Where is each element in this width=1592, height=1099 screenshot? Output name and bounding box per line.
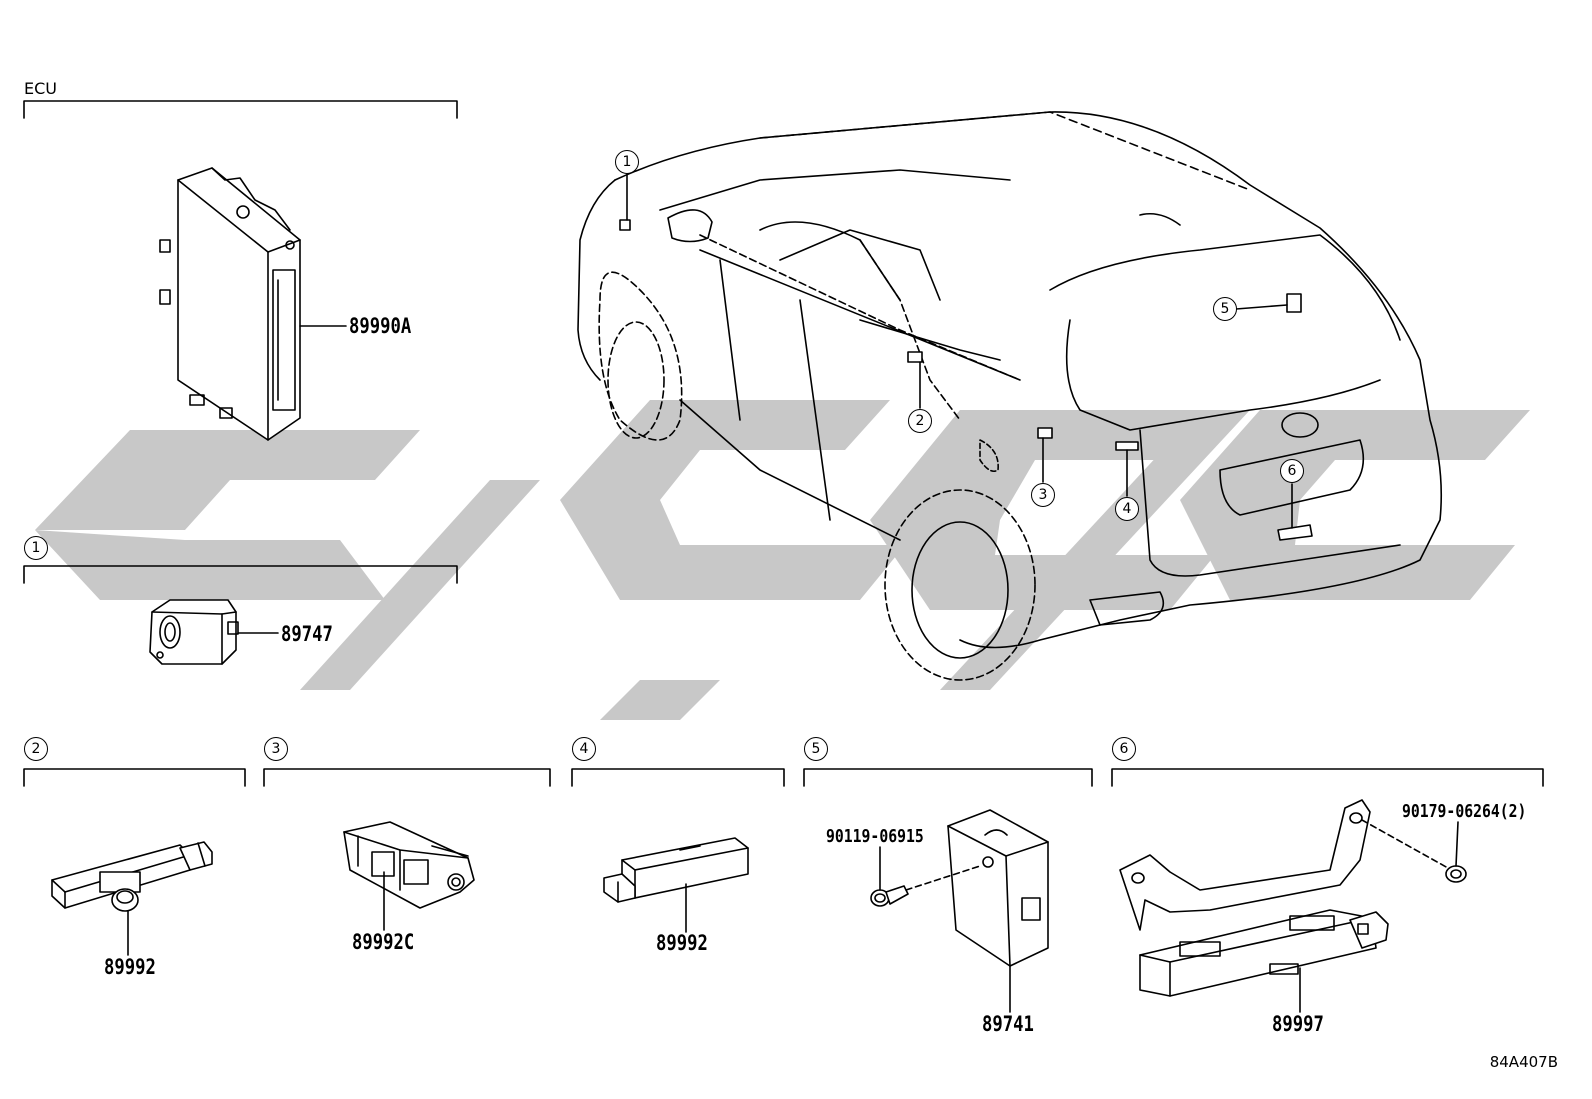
watermark-logo [35,400,1530,720]
part-number-89741[interactable]: 89741 [982,1012,1034,1036]
ecu-group-bracket [23,100,458,119]
vehicle-callout-3[interactable]: 3 [1031,483,1055,507]
group-callout-3: 3 [264,737,288,761]
part-number-89992-g4[interactable]: 89992 [656,931,708,955]
part-number-89997[interactable]: 89997 [1272,1012,1324,1036]
vehicle-callout-1[interactable]: 1 [615,150,639,174]
part-89997-drawing [1119,799,1389,997]
part-89747-drawing [149,599,239,665]
part-89992C-drawing [343,821,475,909]
ecu-group-title: ECU [24,79,57,98]
group-2-bracket [23,768,246,787]
part-number-89990A[interactable]: 89990A [349,314,412,338]
group-callout-4: 4 [572,737,596,761]
vehicle-callout-2[interactable]: 2 [908,409,932,433]
nut-90179-drawing [1445,865,1467,883]
part-number-90179-06264[interactable]: 90179-06264(2) [1402,801,1527,822]
leader-90179 [1455,821,1459,867]
ecu-module-drawing [159,167,301,441]
group-5-bracket [803,768,1093,787]
group-callout-2: 2 [24,737,48,761]
group-callout-5: 5 [804,737,828,761]
bolt-90119-drawing [870,885,909,907]
group-4-bracket [571,768,785,787]
part-number-90119-06915[interactable]: 90119-06915 [826,826,924,847]
group-3-bracket [263,768,551,787]
vehicle-callout-4[interactable]: 4 [1115,497,1139,521]
vehicle-callout-6[interactable]: 6 [1280,459,1304,483]
part-number-89992C[interactable]: 89992C [352,930,415,954]
drawing-reference-code: 84A407B [1489,1053,1558,1071]
part-number-89747[interactable]: 89747 [281,622,333,646]
part-number-89992-g2[interactable]: 89992 [104,955,156,979]
group-6-bracket [1111,768,1544,787]
vehicle-callout-5[interactable]: 5 [1213,297,1237,321]
vehicle-drawing [577,111,1443,681]
group-callout-1: 1 [24,536,48,560]
part-89741-drawing [947,809,1049,967]
group-callout-6: 6 [1112,737,1136,761]
group-1-bracket [23,565,458,584]
part-89992-g2-drawing [51,841,213,912]
part-89992-g4-drawing [603,837,749,903]
